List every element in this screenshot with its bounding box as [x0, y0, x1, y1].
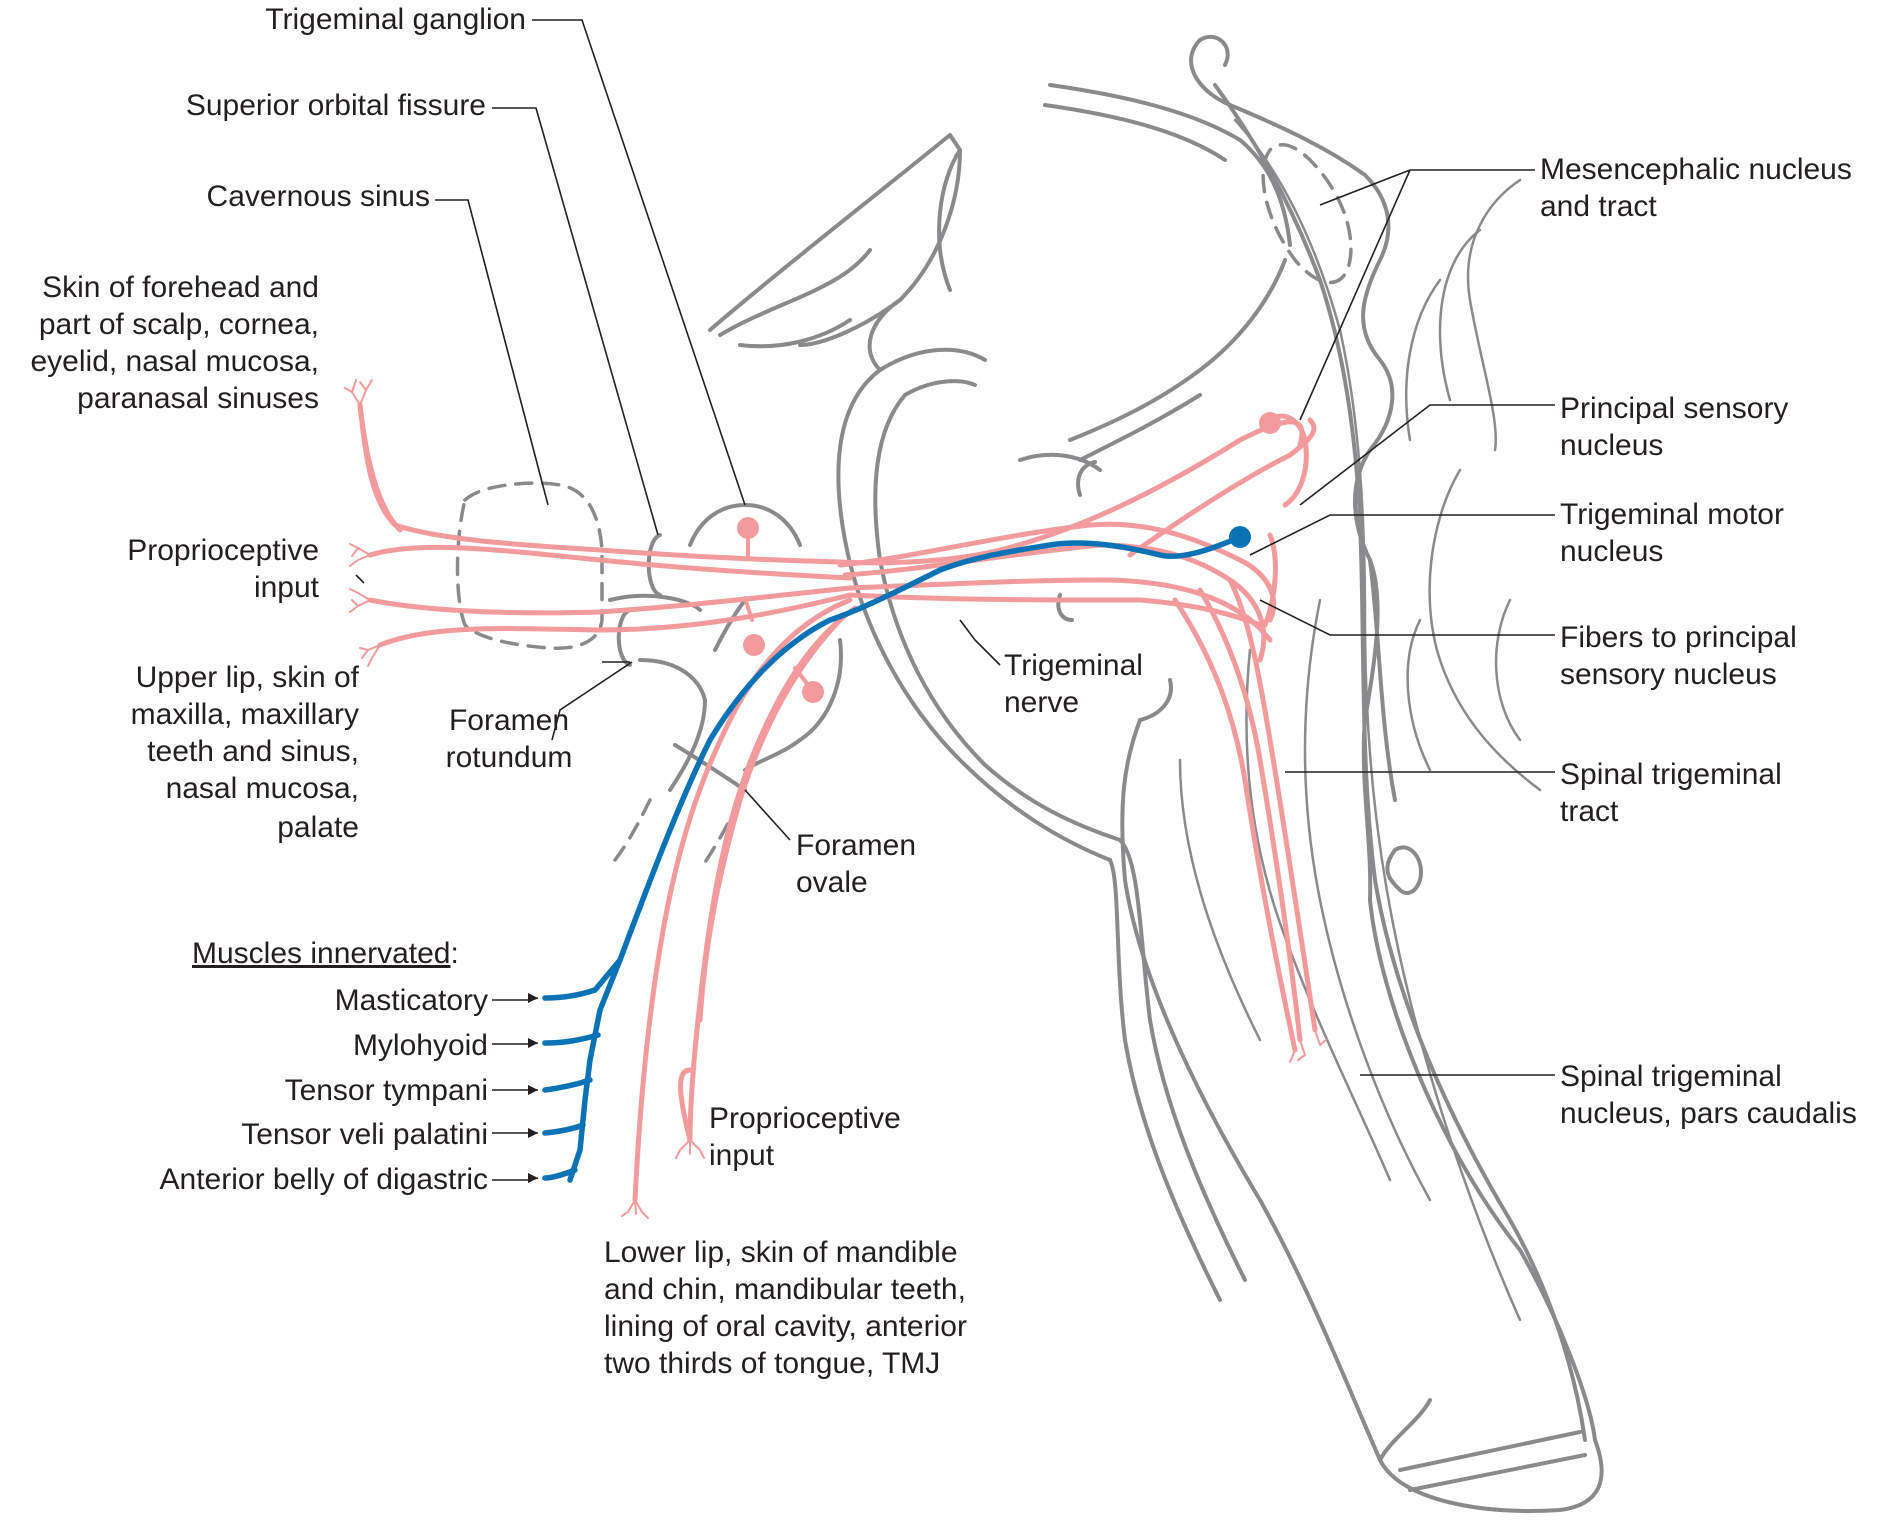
- proprioceptive-twig-2: [349, 588, 371, 613]
- svg-text:teeth and sinus,: teeth and sinus,: [147, 735, 359, 768]
- svg-text:part of scalp, cornea,: part of scalp, cornea,: [39, 308, 319, 341]
- label-principal-sensory: Principal sensory nucleus: [1560, 392, 1788, 462]
- svg-text:Principal sensory: Principal sensory: [1560, 392, 1788, 425]
- label-cavernous-sinus: Cavernous sinus: [207, 180, 430, 213]
- svg-text:ovale: ovale: [796, 866, 868, 899]
- spinal-tract-twigs: [1289, 1029, 1327, 1063]
- maxillary-twig: [359, 644, 381, 667]
- svg-text:tract: tract: [1560, 795, 1619, 828]
- svg-text:Trigeminal motor: Trigeminal motor: [1560, 498, 1784, 531]
- svg-text:paranasal sinuses: paranasal sinuses: [77, 382, 319, 415]
- svg-text:Upper lip, skin of: Upper lip, skin of: [136, 661, 360, 694]
- trigeminal-motor-cell: [1229, 526, 1251, 548]
- leader-lines: [355, 19, 1555, 1183]
- label-foramen-ovale: Foramen ovale: [796, 829, 916, 899]
- muscle-tensor-tympani: Tensor tympani: [285, 1074, 488, 1107]
- mandibular-twig: [621, 1199, 649, 1219]
- svg-text:nucleus: nucleus: [1560, 429, 1663, 462]
- muscle-anterior-belly-digastric: Anterior belly of digastric: [160, 1163, 488, 1196]
- label-muscles-list: Masticatory Mylohyoid Tensor tympani Ten…: [160, 984, 488, 1196]
- label-foramen-rotundum: Foramen rotundum: [446, 704, 573, 774]
- brainstem-outline: [1120, 34, 1604, 1513]
- svg-text:Spinal trigeminal: Spinal trigeminal: [1560, 758, 1782, 791]
- fiber-endings: [344, 379, 1327, 1219]
- svg-text:nasal mucosa,: nasal mucosa,: [166, 772, 359, 805]
- label-trigeminal-motor: Trigeminal motor nucleus: [1560, 498, 1784, 568]
- svg-text:Proprioceptive: Proprioceptive: [127, 534, 319, 567]
- svg-text:sensory nucleus: sensory nucleus: [1560, 658, 1777, 691]
- svg-text:Mesencephalic nucleus: Mesencephalic nucleus: [1540, 153, 1852, 186]
- svg-text:palate: palate: [277, 811, 359, 844]
- ganglion-cell-mandibular: [802, 681, 824, 703]
- muscle-tensor-veli-palatini: Tensor veli palatini: [241, 1118, 488, 1151]
- svg-text:Proprioceptive: Proprioceptive: [709, 1102, 901, 1135]
- label-superior-orbital-fissure: Superior orbital fissure: [186, 89, 486, 122]
- mesencephalic-cell: [1259, 412, 1281, 434]
- ophthalmic-twig: [344, 379, 373, 406]
- svg-text:nerve: nerve: [1004, 686, 1079, 719]
- label-trigeminal-ganglion: Trigeminal ganglion: [265, 3, 526, 36]
- svg-text:nucleus, pars caudalis: nucleus, pars caudalis: [1560, 1097, 1857, 1130]
- label-spinal-nucleus: Spinal trigeminal nucleus, pars caudalis: [1560, 1060, 1857, 1130]
- svg-text:Lower lip, skin of mandible: Lower lip, skin of mandible: [604, 1236, 958, 1269]
- sensory-fibers: [357, 402, 1318, 1203]
- label-proprioceptive-bottom: Proprioceptive input: [709, 1102, 901, 1172]
- muscle-mylohyoid: Mylohyoid: [353, 1029, 488, 1062]
- ganglion-cell-ophthalmic: [737, 517, 759, 539]
- muscle-masticatory: Masticatory: [335, 984, 488, 1017]
- svg-text:maxilla, maxillary: maxilla, maxillary: [131, 698, 359, 731]
- label-maxillary-area: Upper lip, skin of maxilla, maxillary te…: [131, 661, 360, 844]
- label-muscles-heading: Muscles innervated:: [192, 937, 459, 970]
- svg-text:Skin of forehead and: Skin of forehead and: [42, 271, 319, 304]
- svg-text:lining of oral cavity, anterio: lining of oral cavity, anterior: [604, 1310, 967, 1343]
- svg-text:input: input: [254, 571, 320, 604]
- svg-text:two thirds of tongue, TMJ: two thirds of tongue, TMJ: [604, 1347, 940, 1380]
- svg-text:and tract: and tract: [1540, 190, 1657, 223]
- svg-text:Muscles innervated:: Muscles innervated:: [192, 937, 459, 970]
- ophthalmic-fiber: [357, 402, 1305, 566]
- svg-text:Foramen: Foramen: [449, 704, 569, 737]
- labels: Trigeminal ganglion Superior orbital fis…: [31, 3, 1857, 1380]
- proprioceptive-twig-1: [349, 543, 371, 567]
- label-proprioceptive-left: Proprioceptive input: [127, 534, 319, 604]
- svg-text:Trigeminal: Trigeminal: [1004, 649, 1143, 682]
- ganglion-outline: [455, 481, 843, 872]
- label-fibers-principal: Fibers to principal sensory nucleus: [1560, 621, 1797, 691]
- label-trigeminal-nerve: Trigeminal nerve: [1004, 649, 1143, 719]
- svg-text:rotundum: rotundum: [446, 741, 573, 774]
- label-ophthalmic-area: Skin of forehead and part of scalp, corn…: [31, 271, 320, 415]
- skull-base-outline: [708, 83, 1292, 1302]
- motor-fiber: [542, 526, 1251, 1183]
- svg-text:and chin, mandibular teeth,: and chin, mandibular teeth,: [604, 1273, 966, 1306]
- svg-text:nucleus: nucleus: [1560, 535, 1663, 568]
- label-mesencephalic: Mesencephalic nucleus and tract: [1540, 153, 1852, 223]
- ganglion-cell-maxillary: [743, 634, 765, 656]
- label-spinal-tract: Spinal trigeminal tract: [1560, 758, 1782, 828]
- svg-text:input: input: [709, 1139, 775, 1172]
- svg-text:Fibers to principal: Fibers to principal: [1560, 621, 1797, 654]
- svg-text:Spinal trigeminal: Spinal trigeminal: [1560, 1060, 1782, 1093]
- svg-text:eyelid, nasal mucosa,: eyelid, nasal mucosa,: [31, 345, 320, 378]
- label-mandibular-area: Lower lip, skin of mandible and chin, ma…: [604, 1236, 967, 1380]
- svg-text:Foramen: Foramen: [796, 829, 916, 862]
- proprioceptive-bottom-twig: [675, 1139, 705, 1159]
